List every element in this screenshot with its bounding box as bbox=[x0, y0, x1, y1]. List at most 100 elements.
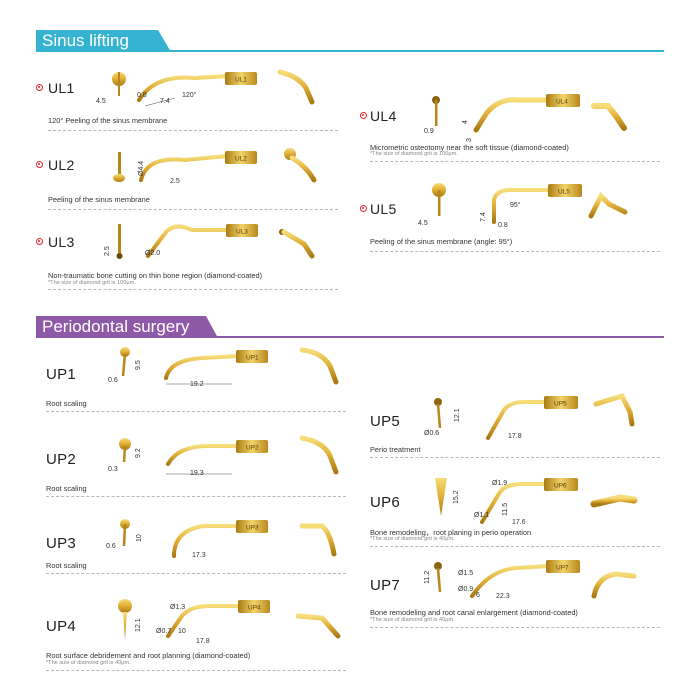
up4-dim-e: 17.8 bbox=[196, 638, 210, 645]
sinus-banner: Sinus lifting bbox=[36, 30, 664, 52]
ul4-note: *The size of diamond grit is 100μm. bbox=[370, 151, 458, 157]
up6-note: *The size of diamond grit is 40μm. bbox=[370, 536, 455, 542]
ul3-side-icon bbox=[116, 224, 123, 259]
up4-tip-label: UP4 bbox=[248, 605, 261, 612]
ul2-bullet bbox=[36, 161, 43, 168]
up6-dim-a: 15.2 bbox=[453, 490, 460, 504]
up4-desc: Root surface debridement and root planni… bbox=[46, 651, 251, 660]
up5-code: UP5 bbox=[370, 413, 401, 430]
up3-dim-b: 0.6 bbox=[106, 543, 116, 550]
ul1-tip-label: UL1 bbox=[235, 77, 247, 84]
up7-dim-d: 6 bbox=[476, 592, 480, 599]
up6-tip-drawing: UP6 bbox=[480, 478, 578, 524]
up3-tip-label: UP3 bbox=[246, 525, 259, 532]
up4-dim-d: 10 bbox=[178, 628, 186, 635]
up2-dim-c: 19.3 bbox=[190, 470, 204, 477]
up6-dim-b: Ø1.9 bbox=[492, 480, 508, 487]
ul1-tip-drawing: UL1 bbox=[137, 72, 257, 107]
ul1-dim-c: 7.4 bbox=[160, 98, 170, 105]
up7-dim-e: 22.3 bbox=[496, 593, 510, 600]
ul4-tip-drawing: UL4 bbox=[473, 94, 580, 133]
ul5-tip-label: UL5 bbox=[558, 189, 570, 196]
up2-dim-a: 9.2 bbox=[135, 448, 142, 458]
ul3-tip-label: UL3 bbox=[236, 229, 248, 236]
ul5-desc: Peeling of the sinus membrane (angle: 95… bbox=[370, 237, 513, 246]
ul1-dim-a: 4.5 bbox=[96, 98, 106, 105]
up1-side-icon bbox=[120, 347, 130, 377]
up3-dim-a: 10 bbox=[136, 534, 143, 542]
up6-tip-label: UP6 bbox=[554, 483, 567, 490]
ul3-dim-b: Ø2.0 bbox=[145, 250, 161, 257]
up4-side-icon bbox=[118, 599, 132, 640]
up3-dim-c: 17.3 bbox=[192, 552, 206, 559]
ul2-desc: Peeling of the sinus membrane bbox=[48, 195, 150, 204]
up2-tip-drawing: UP2 bbox=[166, 440, 268, 475]
ul4-dim-c: 3 bbox=[466, 138, 473, 142]
up6-dim-c: 11.5 bbox=[502, 502, 509, 516]
ul1-dim-d: 120° bbox=[182, 92, 197, 99]
up5-dim-c: 17.8 bbox=[508, 433, 522, 440]
up5-tip-drawing: UP5 bbox=[486, 396, 578, 440]
up7-dim-a: 11.2 bbox=[424, 570, 431, 584]
up1-photo bbox=[299, 347, 339, 385]
ul2-photo bbox=[284, 148, 317, 183]
up7-dim-b: Ø1.5 bbox=[458, 570, 474, 577]
up7-photo bbox=[591, 571, 637, 599]
up2-tip-label: UP2 bbox=[246, 445, 259, 452]
sinus-title: Sinus lifting bbox=[42, 31, 129, 50]
up5-tip-label: UP5 bbox=[554, 401, 567, 408]
up6-side-icon bbox=[435, 478, 447, 516]
up5-photo bbox=[593, 392, 635, 427]
up6-dim-e: 17.6 bbox=[512, 519, 526, 526]
ul4-code: UL4 bbox=[370, 108, 397, 124]
ul5-side-icon bbox=[432, 183, 446, 216]
ul1-dim-b: 0.8 bbox=[137, 92, 147, 99]
ul3-photo bbox=[279, 229, 315, 259]
ul1-photo bbox=[277, 69, 315, 105]
ul1-code: UL1 bbox=[48, 80, 75, 96]
up6-desc: Bone remodeling，root planing in perio op… bbox=[370, 528, 532, 537]
up2-side-icon bbox=[119, 438, 131, 463]
up3-tip-drawing: UP3 bbox=[172, 520, 268, 558]
up3-photo bbox=[299, 523, 337, 557]
ul2-dim-a: Ø4.4 bbox=[138, 160, 145, 176]
up4-photo bbox=[295, 613, 341, 639]
up4-code: UP4 bbox=[46, 618, 77, 635]
up3-side-icon bbox=[120, 519, 130, 547]
ul2-side-icon bbox=[113, 152, 125, 182]
ul2-tip-drawing: UL2 bbox=[139, 151, 257, 182]
ul5-dim-d: 95° bbox=[510, 202, 521, 209]
ul2-dim-b: 2.5 bbox=[170, 178, 180, 185]
ul3-dim-a: 2.5 bbox=[104, 246, 111, 256]
up7-dim-c: Ø0.9 bbox=[458, 586, 474, 593]
ul3-desc: Non-traumatic bone cutting on thin bone … bbox=[48, 271, 263, 280]
up7-tip-label: UP7 bbox=[556, 565, 569, 572]
up2-desc: Root scaling bbox=[46, 484, 87, 493]
up4-dim-b: Ø1.3 bbox=[170, 604, 186, 611]
up4-dim-a: 12.1 bbox=[135, 618, 142, 632]
up1-tip-drawing: UP1 bbox=[164, 350, 268, 385]
ul5-dim-b: 7.4 bbox=[480, 212, 487, 222]
ul5-dim-c: 0.8 bbox=[498, 222, 508, 229]
ul3-tip-drawing: UL3 bbox=[146, 224, 258, 258]
ul5-code: UL5 bbox=[370, 201, 397, 217]
up7-desc: Bone remodeling and root canal enlargeme… bbox=[370, 608, 578, 617]
up1-tip-label: UP1 bbox=[246, 355, 259, 362]
ul4-dim-a: 0.9 bbox=[424, 128, 434, 135]
up7-note: *The size of diamond grit is 40μm. bbox=[370, 617, 455, 623]
ul2-code: UL2 bbox=[48, 157, 75, 173]
up5-desc: Perio treatment bbox=[370, 445, 421, 454]
up4-tip-drawing: UP4 bbox=[166, 600, 270, 638]
ul1-desc: 120° Peeling of the sinus membrane bbox=[48, 116, 168, 125]
up2-dim-b: 0.3 bbox=[108, 466, 118, 473]
up7-code: UP7 bbox=[370, 577, 401, 594]
perio-title: Periodontal surgery bbox=[42, 317, 190, 336]
up1-code: UP1 bbox=[46, 366, 77, 383]
up5-dim-a: 12.1 bbox=[454, 408, 461, 422]
up7-tip-drawing: UP7 bbox=[470, 560, 580, 598]
ul4-side-icon bbox=[432, 96, 440, 126]
up6-dim-d: Ø1.1 bbox=[474, 512, 490, 519]
ul1-bullet bbox=[36, 84, 43, 91]
up1-dim-b: 0.6 bbox=[108, 377, 118, 384]
ul5-bullet bbox=[360, 205, 367, 212]
